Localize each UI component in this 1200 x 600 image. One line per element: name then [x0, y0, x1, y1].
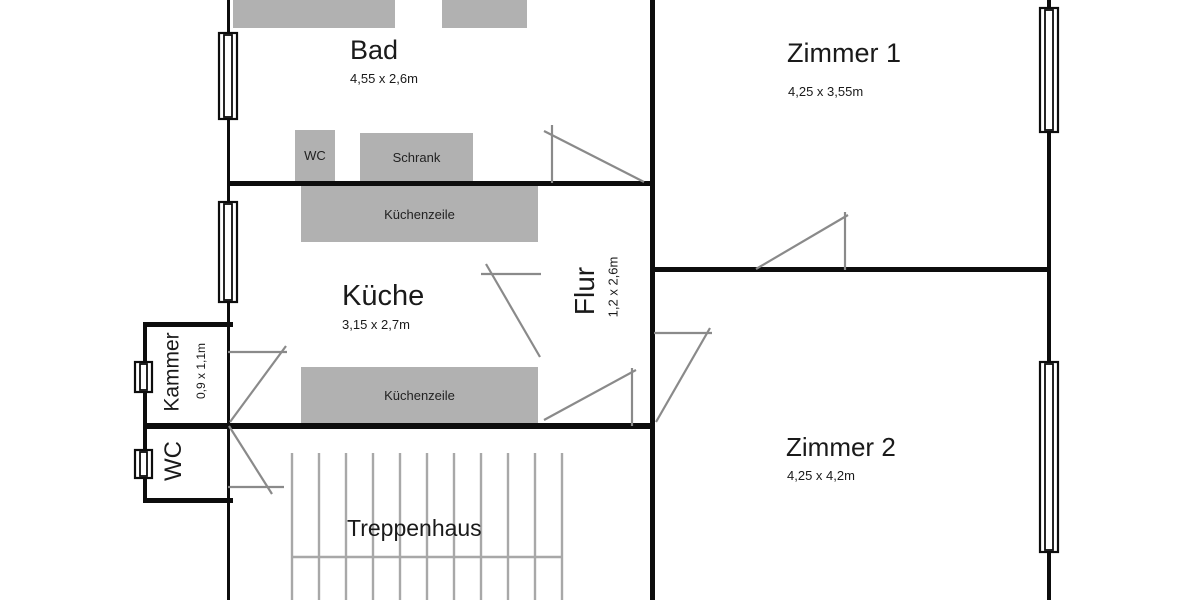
window-kammer [133, 360, 154, 394]
door-entrance-flur [543, 368, 637, 426]
furniture-kuechenzeile-top: Küchenzeile [301, 186, 538, 242]
room-dims-zimmer2: 4,25 x 4,2m [787, 468, 855, 483]
window-zimmer2 [1038, 360, 1060, 554]
door-zimmer1 [755, 212, 849, 270]
door-kammer [228, 345, 287, 423]
wall-center-vertical [650, 0, 655, 600]
room-label-bad: Bad [350, 35, 399, 65]
wall-left-outer [227, 0, 230, 600]
furniture-kuechenzeile-bottom-label: Küchenzeile [384, 387, 455, 403]
room-dims-bad: 4,55 x 2,6m [350, 71, 418, 86]
window-bad [217, 31, 239, 121]
room-label-wc: WC [160, 441, 187, 481]
furniture-schrank-label: Schrank [392, 149, 441, 165]
wall-kammer-top [143, 322, 233, 327]
room-label-zimmer1: Zimmer 1 [787, 38, 901, 68]
furniture-kuechenzeile-bottom: Küchenzeile [301, 367, 538, 423]
door-kueche [481, 263, 541, 358]
room-label-treppenhaus: Treppenhaus [347, 515, 482, 541]
furniture-wc: WC [295, 130, 335, 181]
furniture-wc-label: WC [304, 148, 326, 163]
wall-kammer-left [143, 322, 147, 503]
furniture-bathtub [233, 0, 395, 28]
wall-wc-bottom [143, 498, 233, 503]
wall-zimmer1-zimmer2-divider [650, 267, 1051, 272]
window-zimmer1 [1038, 6, 1060, 134]
wall-right-outer [1047, 0, 1051, 600]
furniture-kuechenzeile-top-label: Küchenzeile [384, 206, 455, 222]
door-bad [543, 125, 645, 183]
room-label-kueche: Küche [342, 280, 425, 312]
furniture-schrank: Schrank [360, 133, 473, 181]
room-label-zimmer2: Zimmer 2 [786, 432, 896, 462]
door-zimmer2 [654, 327, 712, 423]
door-wc [228, 425, 284, 495]
window-wc [133, 448, 154, 480]
window-kueche [217, 200, 239, 304]
room-dims-zimmer1: 4,25 x 3,55m [788, 84, 864, 99]
room-dims-flur: 1,2 x 2,6m [605, 256, 621, 318]
room-label-kammer: Kammer [160, 332, 184, 412]
furniture-bath-cabinet [442, 0, 527, 28]
room-dims-kammer: 0,9 x 1,1m [194, 342, 208, 400]
room-label-flur: Flur [569, 266, 600, 316]
room-dims-kueche: 3,15 x 2,7m [342, 317, 410, 332]
wall-flur-kueche-bottom [143, 423, 655, 429]
